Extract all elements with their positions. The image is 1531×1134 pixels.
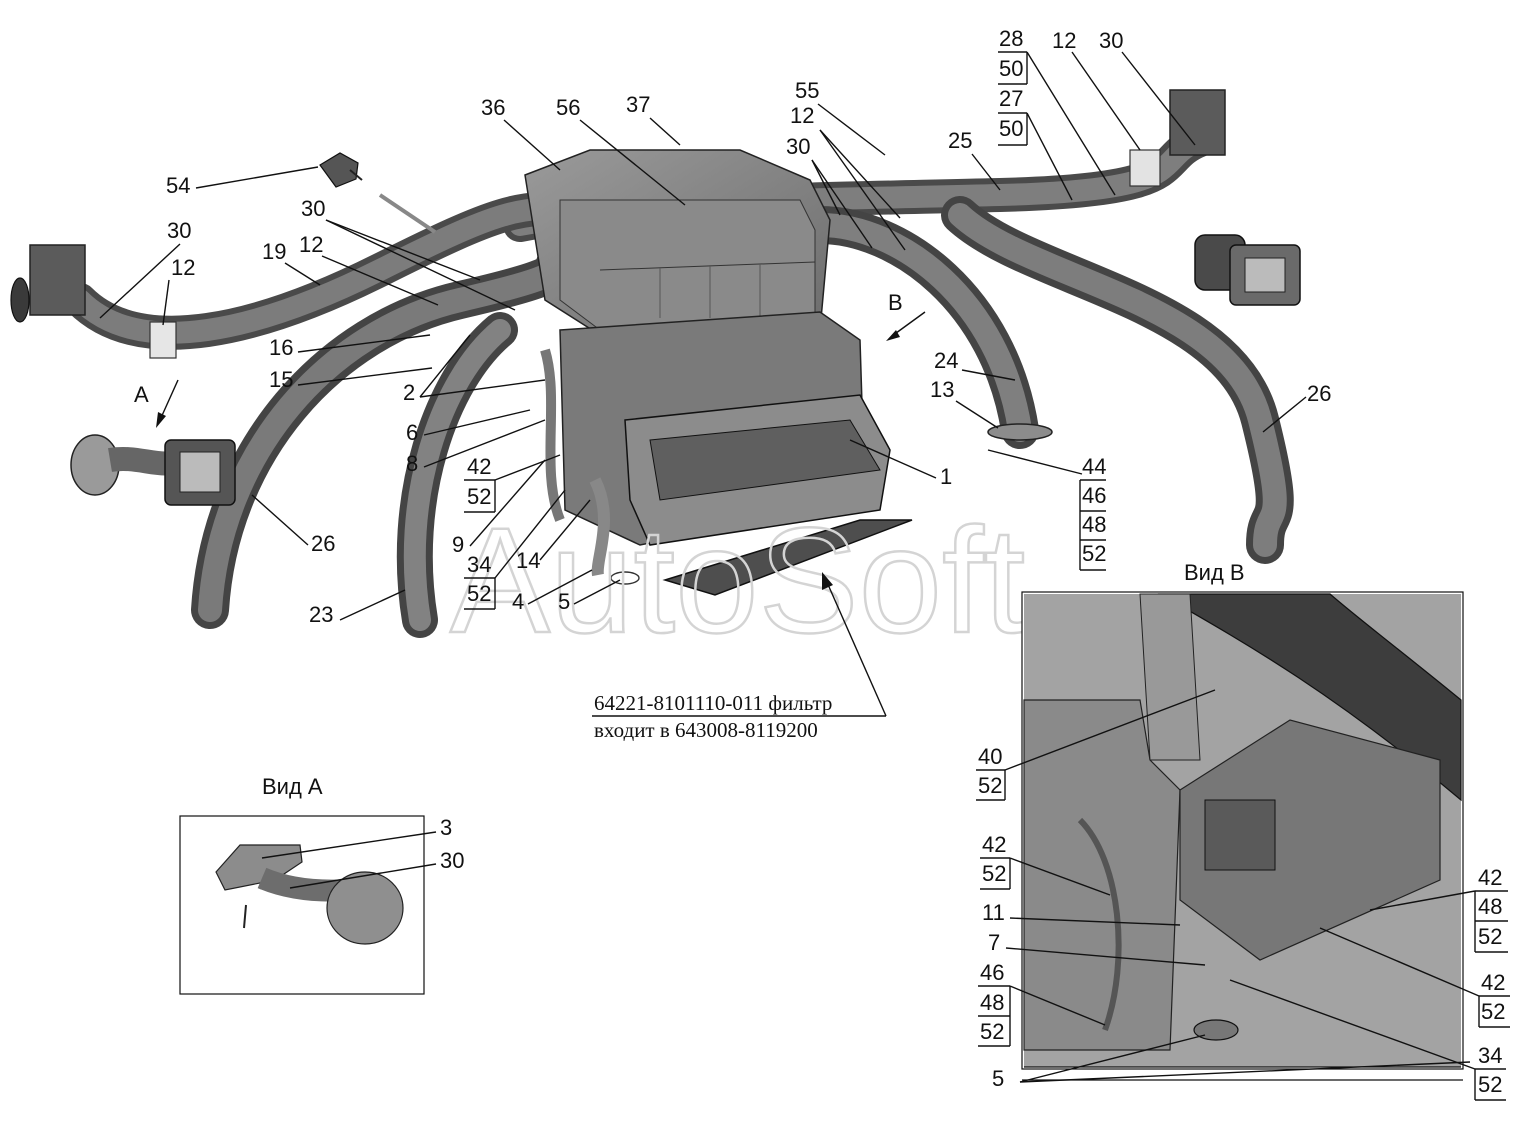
callout-8: 8 xyxy=(406,451,418,476)
callout-23: 23 xyxy=(309,602,333,627)
callout-3: 3 xyxy=(440,815,452,840)
callout-11: 11 xyxy=(982,900,1005,925)
callout-46: 46 xyxy=(1082,483,1106,508)
callout-52: 52 xyxy=(980,1019,1004,1044)
callout-5: 5 xyxy=(992,1066,1004,1091)
callout-19: 19 xyxy=(262,239,286,264)
callout-14: 14 xyxy=(516,548,540,573)
callout-5: 5 xyxy=(558,589,570,614)
callout-50: 50 xyxy=(999,56,1023,81)
left-vent-outlet xyxy=(29,244,86,316)
view-a-arrow: A xyxy=(134,379,179,428)
callout-12: 12 xyxy=(171,255,195,280)
callout-25: 25 xyxy=(948,128,972,153)
callout-6: 6 xyxy=(406,420,418,445)
callout-13: 13 xyxy=(930,377,954,402)
svg-text:64221-8101110-011 фильтр: 64221-8101110-011 фильтр xyxy=(594,691,832,715)
callout-12: 12 xyxy=(299,232,323,257)
callout-30: 30 xyxy=(1099,28,1123,53)
svg-text:A: A xyxy=(134,382,149,407)
callout-30: 30 xyxy=(786,134,810,159)
right-vent-outlet xyxy=(1169,89,1226,156)
callout-54: 54 xyxy=(166,173,190,198)
callout-26: 26 xyxy=(311,531,335,556)
callout-16: 16 xyxy=(269,335,293,360)
callout-52: 52 xyxy=(982,861,1006,886)
callout-52: 52 xyxy=(1082,541,1106,566)
callout-36: 36 xyxy=(481,95,505,120)
callout-9: 9 xyxy=(452,532,464,557)
callout-12: 12 xyxy=(1052,28,1076,53)
filter-note: 64221-8101110-011 фильтр входит в 643008… xyxy=(592,572,887,742)
callout-42: 42 xyxy=(467,454,491,479)
callout-26: 26 xyxy=(1307,381,1331,406)
callout-2: 2 xyxy=(403,380,415,405)
svg-text:входит в 643008-8119200: входит в 643008-8119200 xyxy=(594,718,818,742)
callout-42: 42 xyxy=(1478,865,1502,890)
watermark: AutoSoft xyxy=(450,496,1025,664)
callout-30: 30 xyxy=(301,196,325,221)
loose-vent-parts xyxy=(70,152,1301,506)
callout-37: 37 xyxy=(626,92,650,117)
callout-4: 4 xyxy=(512,589,524,614)
view-b-arrow: B xyxy=(886,290,926,341)
callout-27: 27 xyxy=(999,86,1023,111)
callout-52: 52 xyxy=(1478,1072,1502,1097)
callout-48: 48 xyxy=(1478,894,1502,919)
callout-30: 30 xyxy=(440,848,464,873)
hose-clamp xyxy=(1129,149,1161,187)
callout-12: 12 xyxy=(790,103,814,128)
callout-50: 50 xyxy=(999,116,1023,141)
callout-34: 34 xyxy=(467,552,491,577)
view-b-title: Вид В xyxy=(1184,560,1245,585)
callout-34: 34 xyxy=(1478,1043,1502,1068)
view-b-panel: Вид В 40 52 42 52 11 7 46 48 52 5 xyxy=(976,560,1510,1101)
callout-1: 1 xyxy=(940,464,952,489)
callout-44: 44 xyxy=(1082,454,1106,479)
callout-42: 42 xyxy=(982,832,1006,857)
callout-15: 15 xyxy=(269,367,293,392)
callout-52: 52 xyxy=(1481,999,1505,1024)
callout-28: 28 xyxy=(999,26,1023,51)
callout-52: 52 xyxy=(978,773,1002,798)
callout-48: 48 xyxy=(980,990,1004,1015)
callout-55: 55 xyxy=(795,78,819,103)
callout-56: 56 xyxy=(556,95,580,120)
cabin-filter xyxy=(662,519,913,596)
callout-30: 30 xyxy=(167,218,191,243)
callouts-main: 28 50 27 50 12 30 55 12 30 25 36 56 37 5… xyxy=(99,26,1331,627)
callout-7: 7 xyxy=(988,930,1000,955)
view-a-title: Вид А xyxy=(262,774,323,799)
heater-unit xyxy=(524,149,913,596)
callout-52: 52 xyxy=(467,484,491,509)
callout-42: 42 xyxy=(1481,970,1505,995)
callout-24: 24 xyxy=(934,348,958,373)
callout-40: 40 xyxy=(978,744,1002,769)
callout-52: 52 xyxy=(467,581,491,606)
view-a-panel: Вид А 3 30 xyxy=(179,774,464,995)
callout-48: 48 xyxy=(1082,512,1106,537)
callout-46: 46 xyxy=(980,960,1004,985)
svg-text:B: B xyxy=(888,290,903,315)
callout-52: 52 xyxy=(1478,924,1502,949)
hose-clamp xyxy=(149,321,177,359)
